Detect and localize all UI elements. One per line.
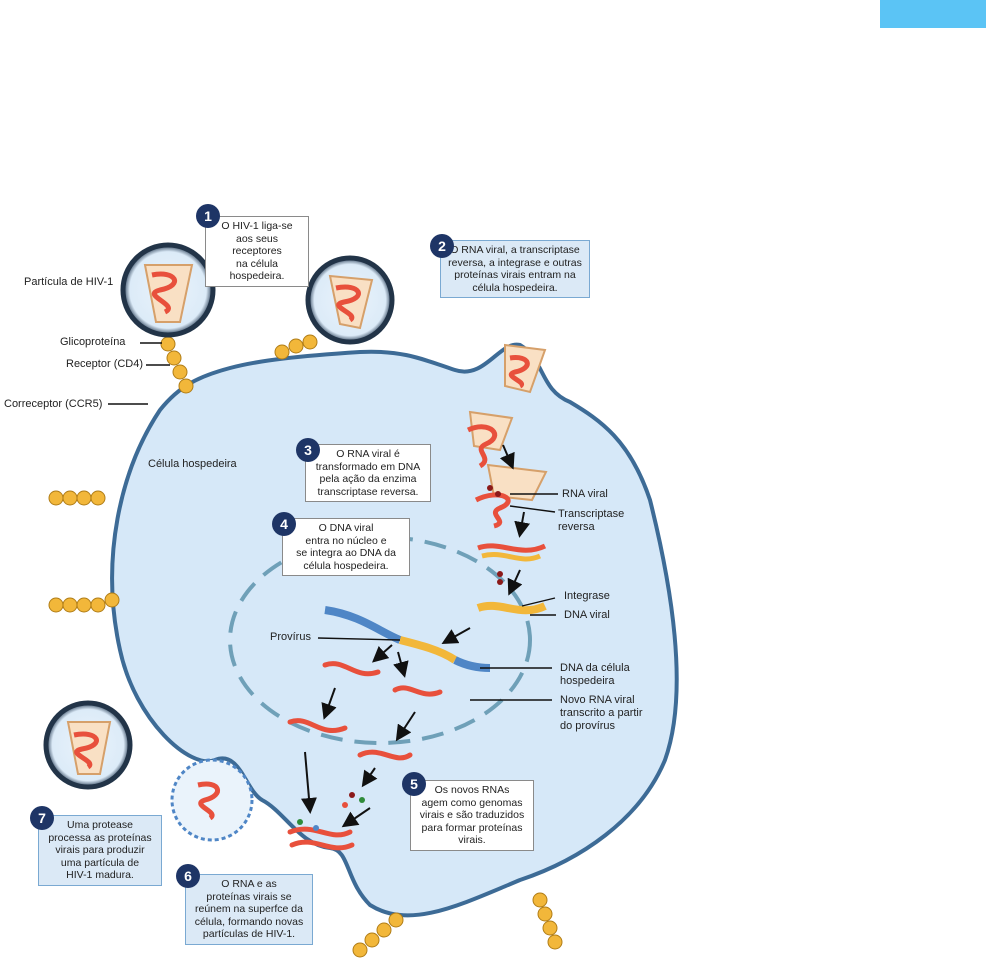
step-3-line-3: pela ação da enzima <box>319 473 417 485</box>
label-glicoproteina: Glicoproteína <box>60 336 126 348</box>
step-1-line-1: O HIV-1 liga-se <box>221 220 293 232</box>
label-transcriptase-l1: Transcriptase <box>558 508 625 520</box>
label-novo-rna: Novo RNA viral transcrito a partir do pr… <box>560 694 643 733</box>
leader-lines <box>108 342 558 701</box>
step-4-line-3: se integra ao DNA da <box>296 547 396 559</box>
step-3-badge: 3 <box>296 438 320 462</box>
budding-particle <box>170 758 254 842</box>
step-7-badge: 7 <box>30 806 54 830</box>
step-3-line-4: transcriptase reversa. <box>317 485 419 498</box>
label-dna-celula-l1: DNA da célula <box>560 662 630 674</box>
step-4-callout: O DNA viral entra no núcleo e se integra… <box>282 518 410 576</box>
rt-capsid-1 <box>466 410 514 469</box>
step-5-line-4: para formar proteínas <box>421 821 523 834</box>
rt-strand-dna <box>481 552 542 562</box>
step-7-line-3: virais para produzir <box>55 844 145 856</box>
step-2-line-2: reversa, a integrase e outras <box>448 256 582 269</box>
virion-1 <box>120 242 216 338</box>
label-novo-rna-l1: Novo RNA viral <box>560 694 635 706</box>
virion-2 <box>305 255 395 345</box>
step-5-line-3: virais e são traduzidos <box>419 809 525 821</box>
step-6-line-5: partículas de HIV-1. <box>202 928 296 940</box>
step-5-line-1: Os novos RNAs <box>434 784 510 796</box>
rt-capsid-2 <box>474 463 548 529</box>
protein-dots <box>297 485 503 831</box>
step-7-line-2: processa as proteínas <box>48 831 152 844</box>
label-dna-viral: DNA viral <box>564 609 610 621</box>
label-particula: Partícula de HIV-1 <box>24 276 114 288</box>
step-4-badge: 4 <box>272 512 296 536</box>
step-2-line-4: célula hospedeira. <box>472 281 558 294</box>
flow-arrows <box>300 444 531 828</box>
step-4-line-2: entra no núcleo e <box>305 534 387 547</box>
step-7-line-4: uma partícula de <box>60 856 140 869</box>
step-1-badge: 1 <box>196 204 220 228</box>
entering-capsid <box>504 343 547 394</box>
nucleus <box>228 535 532 745</box>
rt-strand <box>477 543 547 553</box>
label-dna-celula: DNA da célula hospedeira <box>560 662 630 688</box>
step-1-line-2: aos seus receptores <box>232 232 282 258</box>
new-rna-strands <box>287 661 443 851</box>
step-3-callout: O RNA viral é transformado em DNA pela a… <box>305 444 431 502</box>
label-dna-celula-l2: hospedeira <box>560 675 615 687</box>
step-6-line-3: reúnem na superfce da <box>195 903 303 915</box>
step-1-line-3: na célula hospedeira. <box>229 257 285 283</box>
step-1-callout: O HIV-1 liga-se aos seus receptores na c… <box>205 216 309 287</box>
step-5-badge: 5 <box>402 772 426 796</box>
label-provirus: Provírus <box>270 631 311 643</box>
step-5-line-5: virais. <box>458 834 486 846</box>
step-7-callout: Uma protease processa as proteínas virai… <box>38 815 162 886</box>
label-novo-rna-l2: transcrito a partir <box>560 707 643 719</box>
step-6-badge: 6 <box>176 864 200 888</box>
step-5-line-2: agem como genomas <box>421 796 523 809</box>
step-4-line-4: célula hospedeira. <box>303 559 389 572</box>
step-3-line-1: O RNA viral é <box>336 448 400 460</box>
label-integrase: Integrase <box>564 590 610 602</box>
step-2-badge: 2 <box>430 234 454 258</box>
step-7-line-5: HIV-1 madura. <box>66 869 134 881</box>
virion-3 <box>43 700 133 790</box>
label-transcriptase: Transcriptase reversa <box>558 508 624 534</box>
label-rna-viral: RNA viral <box>562 488 608 500</box>
step-6-line-2: proteínas virais se <box>206 890 292 903</box>
accent-bar <box>880 0 986 28</box>
step-5-callout: Os novos RNAs agem como genomas virais e… <box>410 780 534 851</box>
provirus-dna <box>399 636 458 664</box>
step-4-line-1: O DNA viral <box>318 522 374 534</box>
label-novo-rna-l3: do provírus <box>560 720 616 732</box>
viral-dna-helix <box>476 601 547 615</box>
step-3-line-2: transformado em DNA <box>315 460 421 473</box>
label-celula: Célula hospedeira <box>148 458 237 470</box>
step-2-line-1: O RNA viral, a transcriptase <box>450 244 580 256</box>
label-receptor: Receptor (CD4) <box>66 358 144 370</box>
step-6-callout: O RNA e as proteínas virais se reúnem na… <box>185 874 313 945</box>
step-7-line-1: Uma protease <box>67 819 133 831</box>
step-6-line-1: O RNA e as <box>221 878 277 890</box>
step-2-callout: O RNA viral, a transcriptase reversa, a … <box>440 240 590 298</box>
label-transcriptase-l2: reversa <box>558 521 595 533</box>
step-6-line-4: célula, formando novas <box>194 915 304 928</box>
label-correceptor: Correceptor (CCR5) <box>4 398 103 410</box>
receptor-chains <box>48 334 563 958</box>
step-2-line-3: proteínas virais entram na <box>454 269 576 281</box>
host-dna-blue <box>324 606 402 644</box>
